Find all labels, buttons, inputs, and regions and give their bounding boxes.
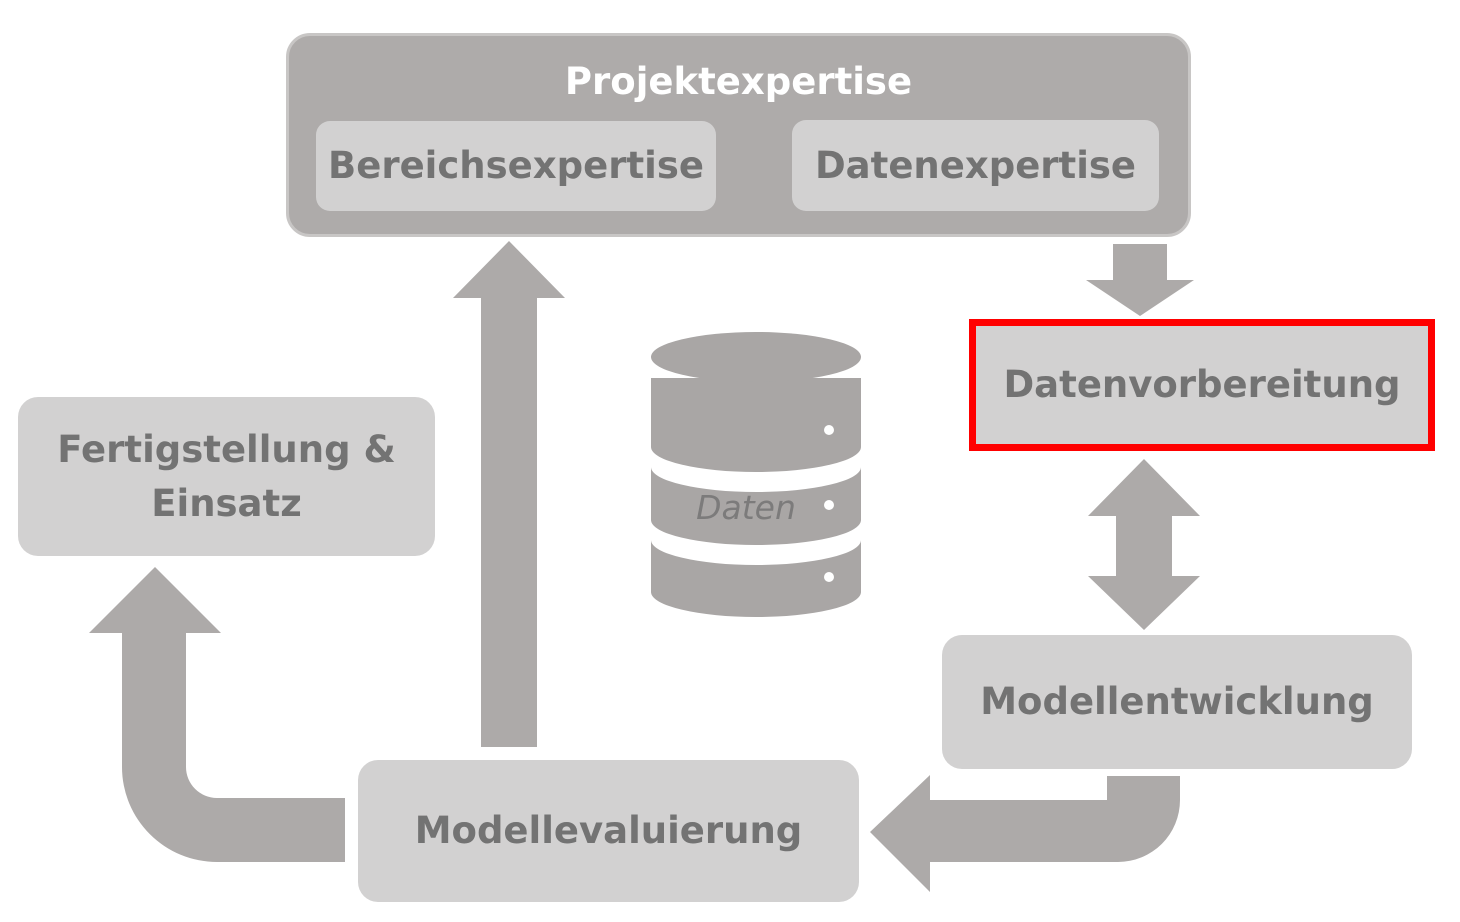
datenvorbereitung-box: Datenvorbereitung (969, 319, 1435, 451)
modellevaluierung-box: Modellevaluierung (358, 760, 859, 902)
arrow-up-to-projektexpertise (453, 241, 565, 747)
fertigstellung-line1: Fertigstellung & (57, 427, 396, 471)
modellevaluierung-label: Modellevaluierung (414, 809, 803, 852)
modellentwicklung-box: Modellentwicklung (942, 635, 1412, 769)
database-icon (651, 332, 861, 617)
modellentwicklung-label: Modellentwicklung (980, 680, 1374, 723)
curved-arrow-to-fertigstellung (89, 567, 345, 862)
bereichsexpertise-box: Bereichsexpertise (316, 121, 716, 211)
fertigstellung-einsatz-box: Fertigstellung & Einsatz (18, 397, 435, 556)
bereichsexpertise-label: Bereichsexpertise (328, 144, 704, 187)
fertigstellung-label: Fertigstellung & Einsatz (57, 423, 395, 531)
datenexpertise-label: Datenexpertise (814, 143, 1137, 187)
datenvorbereitung-label: Datenvorbereitung (1003, 363, 1401, 406)
arrow-down-to-datenvorbereitung (1086, 244, 1194, 316)
double-arrow-datenvorbereitung-modellentwicklung (1088, 459, 1200, 630)
datenexpertise-box: Datenexpertise (792, 120, 1159, 211)
fertigstellung-line2: Einsatz (151, 481, 302, 525)
projektexpertise-title: Projektexpertise (564, 60, 913, 103)
database-label: Daten (696, 488, 796, 527)
curved-arrow-to-modellevaluierung (870, 775, 1180, 892)
